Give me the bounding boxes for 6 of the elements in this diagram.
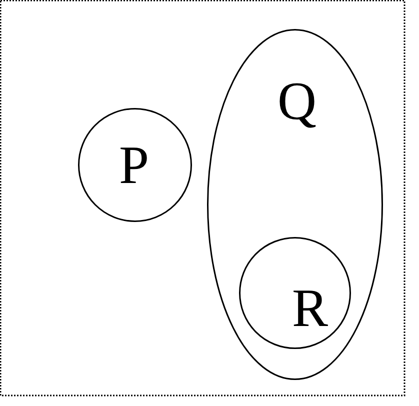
set-label: Q <box>278 74 316 128</box>
set-circle <box>239 237 351 349</box>
set-label: P <box>118 138 150 192</box>
set-ellipse <box>207 29 383 380</box>
set-circle <box>78 108 192 222</box>
set-label: R <box>292 281 328 335</box>
